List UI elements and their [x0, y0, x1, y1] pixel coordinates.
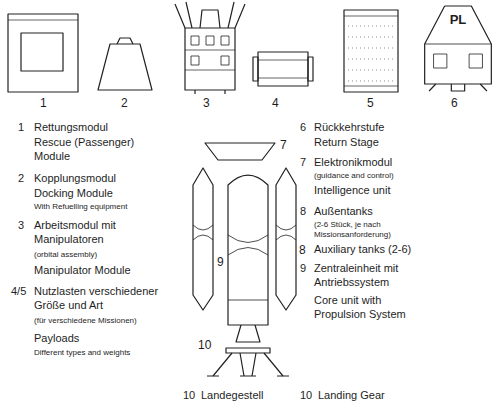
legend-text: Core unit with Propulsion System [314, 294, 424, 322]
legend-text: (2-6 Stück, je nach Missionsanforderung) [314, 220, 414, 240]
legend-text: (guidance and control) [314, 171, 394, 181]
landing-gear [207, 348, 289, 376]
hatch [21, 33, 63, 71]
legend-text: Rescue (Passenger) Module [34, 136, 152, 164]
core-unit [228, 175, 268, 342]
callout-number: 6 [451, 96, 458, 111]
legend-text: Landing Gear [318, 389, 385, 403]
callout-number: 4/5 [11, 285, 26, 299]
callout-number: 6 [300, 121, 306, 135]
callout-number: 10 [183, 389, 195, 403]
docking-port [117, 38, 133, 44]
legend-text: Rettungsmodul [34, 121, 108, 135]
callout-number: 3 [203, 96, 210, 111]
manipulator-module [175, 2, 245, 94]
callout-number: 5 [367, 96, 374, 111]
electronics-module [205, 143, 275, 160]
legend-text: Different types and weights [34, 348, 130, 358]
callout-number: 7 [280, 138, 287, 153]
return-stage: PL [418, 4, 498, 92]
legend-text: Nutzlasten verschiedener Größe und Art [34, 285, 184, 313]
callout-number: 9 [300, 262, 306, 276]
legend-text: Zentraleinheit mit Antriebssystem [314, 262, 429, 290]
callout-number: 3 [18, 219, 24, 233]
rescue-module [8, 14, 78, 92]
callout-number: 8 [300, 205, 306, 219]
callout-number: 1 [18, 121, 24, 135]
callout-number: 9 [217, 255, 224, 270]
legend-text: Docking Module [34, 187, 113, 201]
legend-text: Rückkehrstufe [314, 121, 384, 135]
docking-module [98, 44, 152, 90]
legend-text: Manipulator Module [34, 264, 131, 278]
legend-text: Arbeitsmodul mit Manipulatoren [34, 219, 152, 247]
legend-text: Außentanks [314, 205, 373, 219]
legend-text: Auxiliary tanks (2-6) [314, 243, 411, 257]
payload-small [253, 52, 313, 86]
legend-text: Payloads [34, 332, 79, 346]
callout-number: 10 [198, 338, 211, 353]
legend-text: Kopplungsmodul [34, 172, 116, 186]
legend-text: Return Stage [314, 136, 379, 150]
payload-mark: PL [418, 4, 498, 27]
callout-number: 10 [300, 389, 312, 403]
legend-text: (orbital assembly) [34, 250, 97, 260]
callout-number: 8 [299, 243, 306, 258]
legend-text: (für verschiedene Missionen) [34, 316, 137, 326]
auxiliary-tank [193, 168, 213, 310]
legend-text: Elektronikmodul [314, 156, 392, 170]
legend-text: With Refuelling equipment [34, 202, 127, 212]
payload-large [344, 10, 398, 92]
callout-number: 2 [18, 172, 24, 186]
auxiliary-tank [276, 168, 296, 310]
callout-number: 4 [272, 96, 279, 111]
callout-number: 2 [121, 96, 128, 111]
callout-number: 1 [40, 96, 47, 111]
legend-text: Intelligence unit [314, 184, 390, 198]
callout-number: 7 [300, 156, 306, 170]
legend-text: Landegestell [201, 389, 263, 403]
